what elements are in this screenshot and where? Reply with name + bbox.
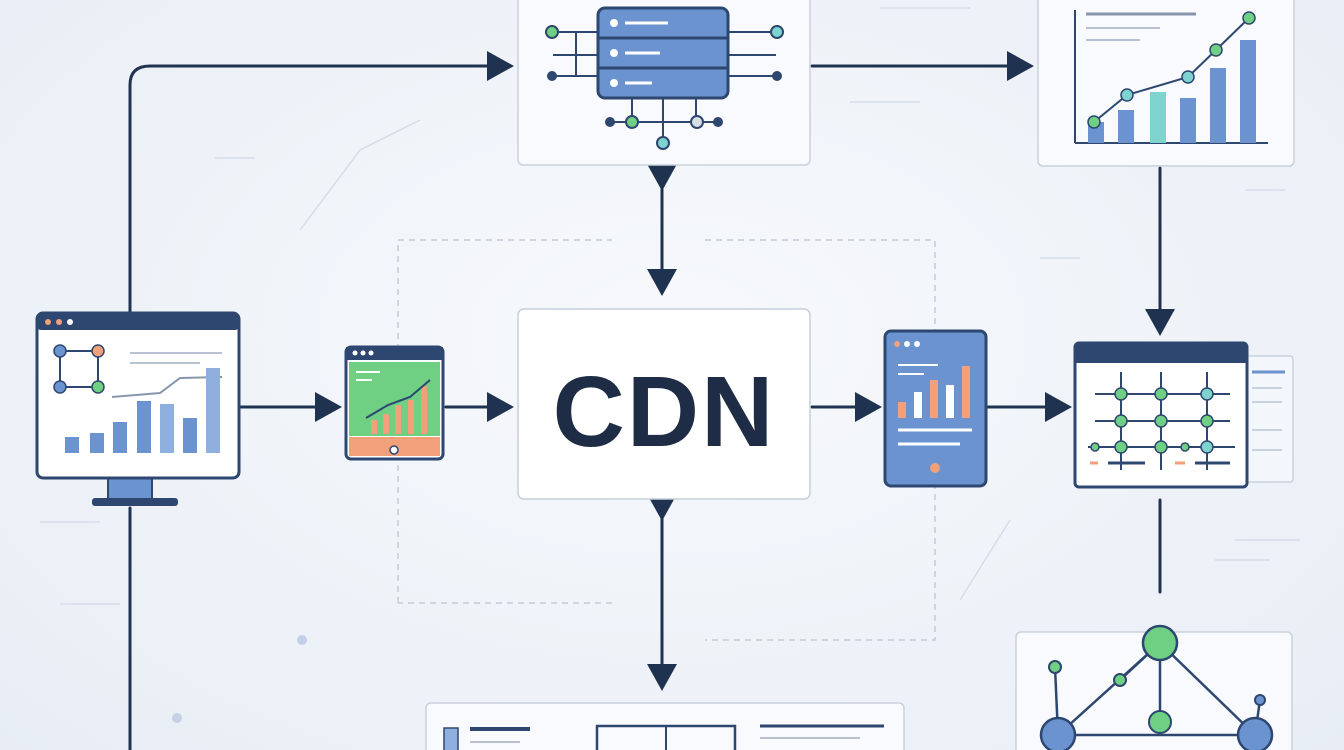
analytics-panel [1037, 0, 1295, 167]
cdn-core-box: CDN [517, 308, 811, 500]
decor-dot [172, 713, 182, 723]
arrow-monitor-to-server [128, 51, 514, 314]
bar-chart-icon [1074, 10, 1268, 144]
storage-panel [425, 702, 905, 750]
decor-dot [297, 635, 307, 645]
document-panel-icon [443, 724, 884, 750]
network-grid-icon [1073, 341, 1294, 489]
server-panel [517, 0, 811, 166]
network-graph-icon [1039, 624, 1274, 750]
background-decoration [40, 7, 1300, 605]
phone-chart-icon [883, 329, 988, 488]
connectors [128, 51, 1175, 750]
monitor-dashboard-icon [35, 311, 241, 506]
cdn-label: CDN [553, 356, 776, 468]
tablet-chart-icon [344, 345, 445, 461]
network-graph-panel [1015, 624, 1293, 750]
server-icon [545, 6, 784, 150]
